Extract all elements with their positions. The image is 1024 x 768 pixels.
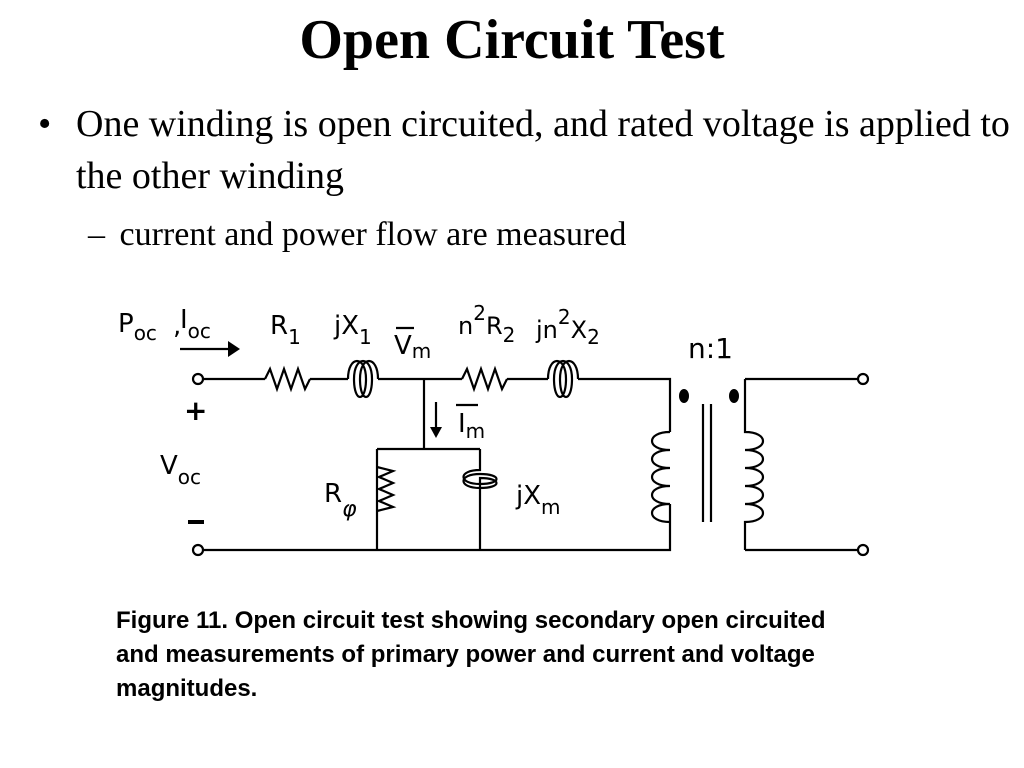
r1-label: R1 <box>270 311 301 349</box>
bullet-mark: • <box>38 103 52 145</box>
subbullet-text: current and power flow are measured <box>119 216 627 253</box>
jxm-inductor <box>462 449 498 550</box>
primary-dot <box>679 389 689 403</box>
slide-title: Open Circuit Test <box>299 9 725 71</box>
primary-winding <box>651 430 671 524</box>
im-label: Im <box>458 409 485 443</box>
caption-line-1: Figure 11. Open circuit test showing sec… <box>116 607 826 634</box>
vm-label: Vm <box>394 331 431 363</box>
rphi-label: Rφ <box>324 479 357 522</box>
caption-line-2: and measurements of primary power and cu… <box>116 641 815 668</box>
jn2x2-inductor <box>546 360 580 399</box>
comma-label: , <box>173 311 181 341</box>
secondary-top-terminal <box>856 372 870 386</box>
secondary-winding <box>743 379 764 550</box>
turns-ratio-label: n:1 <box>688 332 733 365</box>
jx1-inductor <box>346 360 380 399</box>
caption-line-3: magnitudes. <box>116 675 258 702</box>
im-arrow-head <box>430 427 442 438</box>
current-arrow-head <box>228 341 240 357</box>
n2r2-label: n2R2 <box>458 301 515 347</box>
primary-top-terminal <box>191 372 205 386</box>
secondary-bottom-terminal <box>856 543 870 557</box>
rphi-resistor <box>376 465 397 513</box>
ioc-label: Ioc <box>180 305 211 343</box>
voc-label: Voc <box>160 451 201 489</box>
jx1-label: jX1 <box>333 311 372 349</box>
r1-resistor <box>264 365 311 393</box>
subbullet-item: – current and power flow are measured <box>88 213 988 257</box>
bullet-item: • One winding is open circuited, and rat… <box>38 98 1018 202</box>
primary-bottom-terminal <box>191 543 205 557</box>
bullet-text: One winding is open circuited, and rated… <box>76 103 1010 197</box>
subbullet-mark: – <box>88 216 105 253</box>
plus-label: + <box>184 394 207 427</box>
bottom-wire-primary <box>203 522 672 552</box>
jxm-label: jXm <box>515 481 561 519</box>
circuit-diagram: Poc , Ioc R1 jX1 Vm n2R2 jn2X2 n:1 + Voc… <box>118 301 870 557</box>
p-label: Poc <box>118 309 157 345</box>
figure-caption: Figure 11. Open circuit test showing sec… <box>116 604 996 706</box>
secondary-dot <box>729 389 739 403</box>
jn2x2-label: jn2X2 <box>535 305 600 349</box>
n2r2-resistor <box>461 365 508 393</box>
top-wire-to-transformer <box>578 377 672 432</box>
minus-bar <box>188 520 204 524</box>
